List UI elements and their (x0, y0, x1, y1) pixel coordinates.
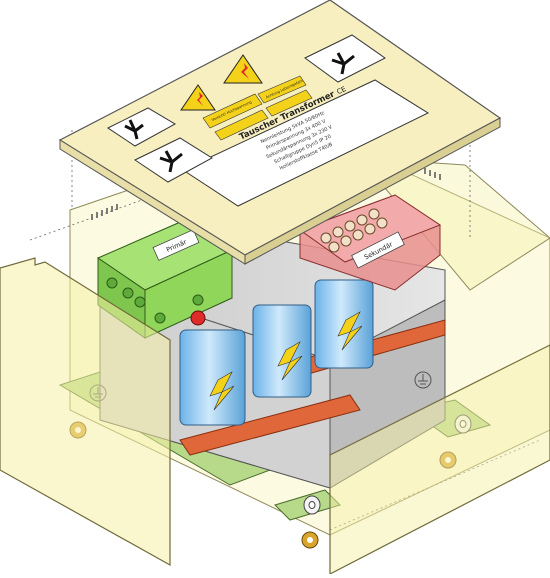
front-enclosure-panels (0, 257, 550, 575)
secondary-terminal-block: Sekundär (298, 194, 442, 291)
wiring-diagram-label-3 (304, 34, 386, 83)
terminal-studs (320, 208, 388, 253)
indicator-lamp (190, 310, 206, 326)
coil-3 (314, 279, 374, 369)
high-voltage-warning-icon (180, 54, 263, 111)
coil-2 (252, 304, 312, 398)
vent-slots-right (424, 168, 441, 180)
ground-icon-right (414, 371, 432, 389)
ce-mark: CE (336, 85, 348, 96)
rating-plate: Tauscher Transformer CE Nennleistung 5kV… (181, 79, 430, 207)
lid: Tauscher Transformer CE Nennleistung 5kV… (58, 0, 502, 265)
coil-1 (179, 329, 246, 426)
caster-wheel-front (301, 495, 321, 549)
wiring-diagram-label-2 (133, 137, 213, 183)
wiring-diagram-label-1 (107, 107, 177, 147)
